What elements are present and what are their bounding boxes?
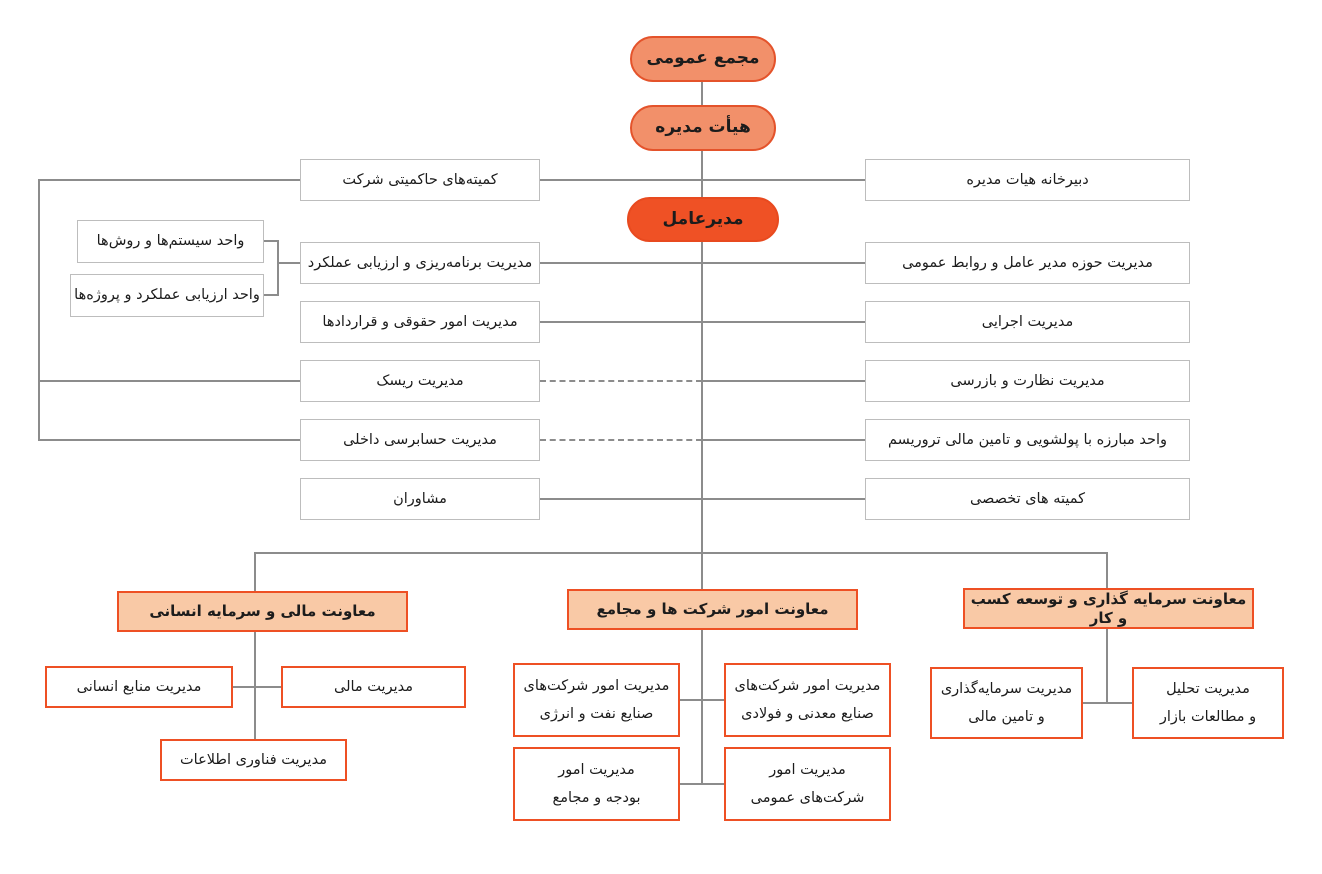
node-label: مدیریت نظارت و بازرسی [950,372,1105,389]
node-label: مدیریت اجرایی [981,313,1074,330]
node-label: واحد ارزیابی عملکرد و پروژه‌ها [74,287,260,304]
connector-bracket-audit [39,439,300,441]
node-governance-committees: کمیته‌های حاکمیتی شرکت [300,159,540,201]
node-label-line1: مدیریت امور شرکت‌های [734,678,881,695]
node-label: کمیته‌های حاکمیتی شرکت [342,171,498,188]
node-label: مجمع عمومی [646,48,760,69]
node-label-line2: بودجه و مجامع [552,789,641,806]
node-label: مشاوران [393,490,447,507]
connector-companies-row-1 [680,699,724,701]
node-board-secretariat: دبیرخانه هیات مدیره [865,159,1190,201]
node-label-line1: مدیریت امور [769,762,846,779]
node-deputy-companies: معاونت امور شرکت ها و مجامع [567,589,858,630]
connector-staff-join [277,262,300,264]
node-label: معاونت امور شرکت ها و مجامع [596,600,829,619]
connector-risk-dashed [540,380,702,382]
node-deputy-finance-hr: معاونت مالی و سرمایه انسانی [117,591,408,632]
node-mining-steel-companies: مدیریت امور شرکت‌های صنایع معدنی و فولاد… [724,663,891,737]
node-legal-management: مدیریت امور حقوقی و قراردادها [300,301,540,343]
connector-audit-dashed [540,439,702,441]
node-label: مدیرعامل [662,208,744,229]
node-budget-assemblies: مدیریت امور بودجه و مجامع [513,747,680,821]
node-label: کمیته های تخصصی [969,490,1086,507]
connector-row-legal [540,321,865,323]
node-label: مدیریت منابع انسانی [76,678,202,695]
node-financial-management: مدیریت مالی [281,666,466,708]
node-it-management: مدیریت فناوری اطلاعات [160,739,347,781]
node-hr-management: مدیریت منابع انسانی [45,666,233,708]
node-systems-methods-unit: واحد سیستم‌ها و روش‌ها [77,220,264,263]
node-label: مدیریت حسابرسی داخلی [343,431,497,448]
connector-drop-left [254,552,256,592]
connector-deputies-rail [255,552,1108,554]
node-label: مدیریت برنامه‌ریزی و ارزیابی عملکرد [307,254,533,271]
connector-investment-row [1083,702,1132,704]
node-label: دبیرخانه هیات مدیره [966,171,1089,188]
connector-investment-group [1106,629,1108,704]
node-label-line2: صنایع نفت و انرژی [539,705,654,722]
node-specialized-committees: کمیته های تخصصی [865,478,1190,520]
node-performance-projects-unit: واحد ارزیابی عملکرد و پروژه‌ها [70,274,264,317]
node-label: واحد سیستم‌ها و روش‌ها [96,233,245,250]
node-label-line2: شرکت‌های عمومی [750,789,865,806]
connector-row-advisors [540,498,865,500]
node-label: مدیریت مالی [334,678,413,695]
connector-bracket-top [39,179,300,181]
connector-row-planning [540,262,865,264]
connector-finance-row [233,686,281,688]
node-oil-energy-companies: مدیریت امور شرکت‌های صنایع نفت و انرژی [513,663,680,737]
node-label-line1: مدیریت تحلیل [1166,681,1250,698]
node-supervision-inspection: مدیریت نظارت و بازرسی [865,360,1190,402]
node-ceo-office-pr: مدیریت حوزه مدیر عامل و روابط عمومی [865,242,1190,284]
node-label-line2: صنایع معدنی و فولادی [741,705,874,722]
node-label: هیأت مدیره [655,117,751,138]
connector-row-governance [540,179,865,181]
node-internal-audit: مدیریت حسابرسی داخلی [300,419,540,461]
connector-companies-row-2 [680,783,724,785]
node-risk-management: مدیریت ریسک [300,360,540,402]
node-label: مدیریت ریسک [376,372,464,389]
node-ceo: مدیرعامل [627,197,779,242]
node-board-of-directors: هیأت مدیره [630,105,776,151]
connector-drop-right [1106,552,1108,589]
node-label: مدیریت فناوری اطلاعات [180,751,327,768]
node-label: معاونت سرمایه گذاری و توسعه کسب و کار [970,589,1247,627]
node-label: مدیریت حوزه مدیر عامل و روابط عمومی [902,254,1153,271]
node-market-analysis: مدیریت تحلیل و مطالعات بازار [1132,667,1284,739]
node-deputy-investment: معاونت سرمایه گذاری و توسعه کسب و کار [963,588,1254,629]
node-general-assembly: مجمع عمومی [630,36,776,82]
node-aml-unit: واحد مبارزه با پولشویی و تامین مالی ترور… [865,419,1190,461]
node-label: معاونت مالی و سرمایه انسانی [149,602,376,621]
node-label: مدیریت امور حقوقی و قراردادها [322,313,518,330]
node-executive-management: مدیریت اجرایی [865,301,1190,343]
connector-trunk [701,78,703,589]
node-label-line2: و مطالعات بازار [1159,708,1257,725]
connector-staff-stub-2 [263,294,278,296]
node-public-companies: مدیریت امور شرکت‌های عمومی [724,747,891,821]
connector-staff-stub-1 [263,240,278,242]
connector-row-supervision [702,380,865,382]
node-planning-management: مدیریت برنامه‌ریزی و ارزیابی عملکرد [300,242,540,284]
node-investment-financing: مدیریت سرمایه‌گذاری و تامین مالی [930,667,1083,739]
node-advisors: مشاوران [300,478,540,520]
connector-bracket-risk [39,380,300,382]
node-label-line2: و تامین مالی [968,708,1045,725]
connector-companies-group [701,630,703,784]
node-label-line1: مدیریت امور [558,762,635,779]
connector-row-aml [702,439,865,441]
node-label: واحد مبارزه با پولشویی و تامین مالی ترور… [888,431,1167,448]
connector-governance-bracket [38,179,40,441]
node-label-line1: مدیریت امور شرکت‌های [523,678,670,695]
connector-staff-bracket [277,240,279,296]
node-label-line1: مدیریت سرمایه‌گذاری [940,681,1073,698]
